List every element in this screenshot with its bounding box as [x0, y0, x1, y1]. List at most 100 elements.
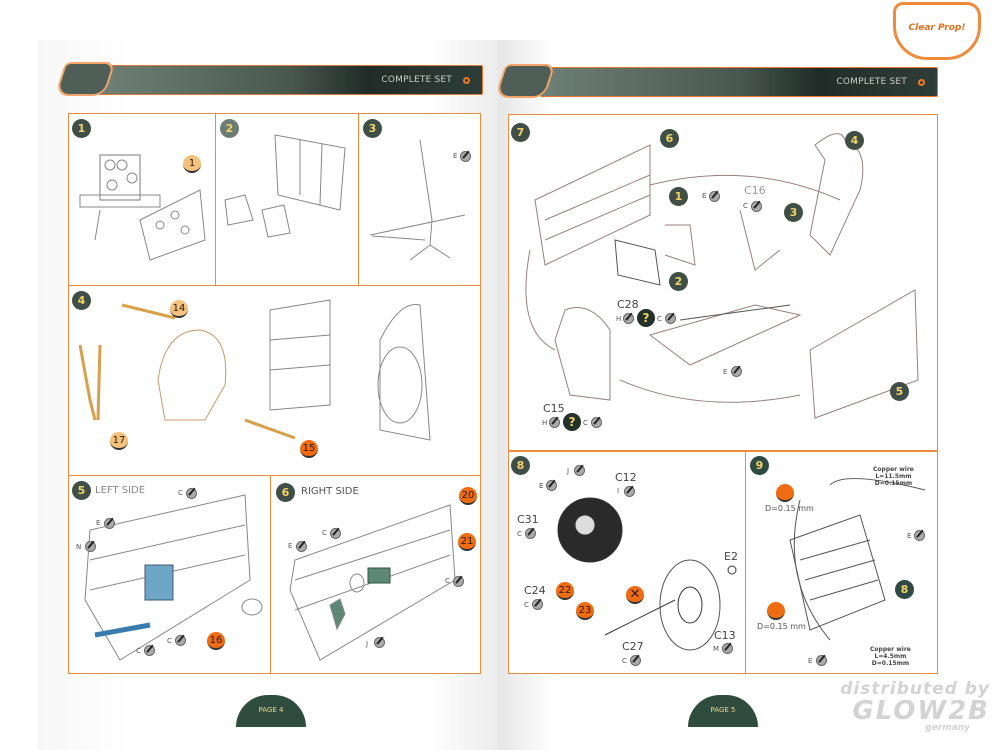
part-callout-icon — [175, 635, 186, 646]
do-not-glue-icon: ✕ — [626, 586, 644, 604]
step-7-panel — [508, 114, 938, 451]
part-label: M — [713, 645, 720, 653]
question-badge: ? — [563, 413, 581, 431]
right-side-frame-drawing — [289, 504, 456, 661]
part-callout-icon — [591, 417, 602, 428]
decal-badge: 21 — [458, 533, 476, 551]
part-callout-icon — [460, 151, 471, 162]
subassembly-badge: 5 — [890, 382, 909, 401]
part-callout-icon — [816, 655, 827, 666]
decal-badge: 1 — [183, 155, 201, 173]
part-label: C — [517, 530, 522, 538]
decal-badge: 17 — [110, 432, 128, 450]
seat-drawing — [78, 299, 431, 441]
part-label: E — [808, 657, 813, 665]
part-label: C — [136, 647, 141, 655]
wire-length: L=4.5mm — [874, 653, 907, 660]
watermark-line: germany — [925, 723, 970, 733]
part-label: C — [322, 529, 327, 537]
step-number: 1 — [72, 119, 91, 138]
header-title: COMPLETE SET — [836, 77, 907, 87]
step-number: 2 — [220, 119, 239, 138]
part-number: C24 — [524, 584, 546, 597]
watermark-brand: GLOW2B — [852, 696, 990, 726]
step-title: RIGHT SIDE — [301, 486, 359, 497]
part-number: E2 — [724, 550, 738, 563]
logo-text: Clear Prop! — [908, 23, 966, 33]
pedals-drawing — [224, 134, 346, 238]
clear-prop-logo: Clear Prop! — [893, 2, 981, 60]
part-callout-icon — [665, 313, 676, 324]
right-header-bar: COMPLETE SET — [540, 67, 938, 97]
step-number: 3 — [363, 119, 382, 138]
part-label: E — [702, 192, 707, 200]
part-callout-icon — [330, 528, 341, 539]
part-number: C27 — [622, 640, 644, 653]
part-label: E — [96, 519, 101, 527]
part-label: I — [617, 487, 620, 495]
part-callout-icon — [751, 201, 762, 212]
decal-badge: 22 — [556, 582, 574, 600]
part-label: E — [907, 532, 912, 540]
part-label: N — [76, 543, 82, 551]
part-label: C — [445, 577, 450, 585]
engine-wiring-drawing — [789, 478, 926, 641]
part-callout-icon — [296, 541, 307, 552]
subassembly-badge: 8 — [895, 580, 914, 599]
part-callout-icon — [623, 313, 634, 324]
step-number: 8 — [511, 456, 530, 475]
part-callout-icon — [532, 599, 543, 610]
instrument-panel-drawing — [79, 154, 206, 261]
decal-badge: 14 — [170, 300, 188, 318]
header-title: COMPLETE SET — [381, 75, 452, 85]
part-label: C — [167, 637, 172, 645]
part-label: J — [567, 467, 570, 475]
drill-icon — [767, 602, 785, 620]
part-number: C28 — [617, 298, 639, 311]
part-label: E — [539, 482, 544, 490]
left-side-frame-drawing — [84, 494, 263, 661]
watermark-line: distributed by — [840, 679, 990, 699]
question-badge: ? — [637, 309, 655, 327]
part-label: H — [542, 419, 548, 427]
subassembly-badge: 3 — [784, 203, 803, 222]
part-number: C31 — [517, 513, 539, 526]
header-dot-icon — [918, 79, 925, 86]
part-callout-icon — [624, 486, 635, 497]
drill-icon — [776, 484, 794, 502]
part-callout-icon — [630, 655, 641, 666]
wire-diameter: D=0.15mm — [874, 480, 913, 487]
step-number: 6 — [276, 483, 295, 502]
subassembly-badge: 2 — [669, 272, 688, 291]
part-label: C — [524, 601, 529, 609]
part-number: C16 — [744, 184, 766, 197]
part-label: E — [723, 368, 728, 376]
part-callout-icon — [104, 518, 115, 529]
control-stick-drawing — [369, 139, 466, 261]
part-callout-icon — [914, 530, 925, 541]
decal-badge: 20 — [459, 487, 477, 505]
step-title: LEFT SIDE — [95, 485, 146, 496]
decal-badge: 15 — [300, 440, 318, 458]
part-callout-icon — [374, 637, 385, 648]
subassembly-badge: 6 — [660, 129, 679, 148]
subassembly-badge: 1 — [669, 187, 688, 206]
left-header-bar: COMPLETE SET — [98, 65, 483, 95]
part-number: C12 — [615, 471, 637, 484]
step-4-panel — [68, 285, 481, 476]
decal-badge: 23 — [576, 602, 594, 620]
part-callout-icon — [574, 465, 585, 476]
wire-title: Copper wire — [873, 466, 914, 473]
step-number: 7 — [511, 123, 530, 142]
part-callout-icon — [546, 480, 557, 491]
part-callout-icon — [453, 576, 464, 587]
part-label: C — [622, 657, 627, 665]
part-label: C — [657, 315, 662, 323]
wire-diameter: D=0.15mm — [871, 660, 910, 667]
part-label: H — [616, 315, 622, 323]
part-label: E — [453, 152, 458, 160]
drill-size-label: D=0.15 mm — [757, 622, 806, 631]
